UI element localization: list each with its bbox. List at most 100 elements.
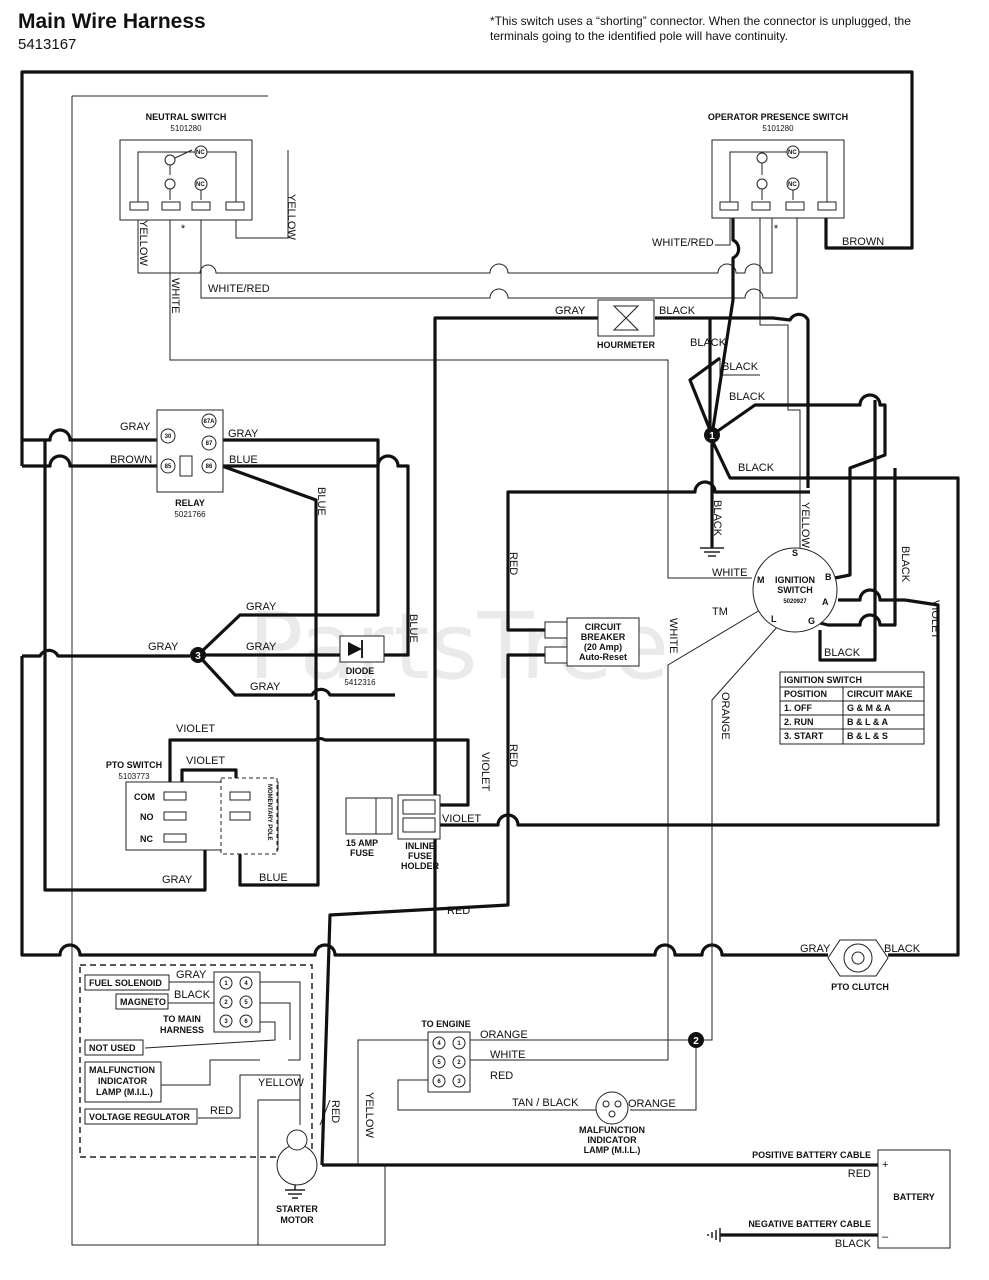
operator-nc-lower: NC	[788, 182, 797, 188]
ignition-switch: IGNITION SWITCH 5020927 S M B A L G	[752, 547, 838, 633]
pto-nc: NC	[140, 834, 153, 844]
wire-red-battery: RED	[848, 1168, 871, 1180]
wire-blue-relay-86: BLUE	[229, 454, 258, 466]
starter-motor: STARTER MOTOR	[276, 1129, 318, 1225]
wire-gray-fuel: GRAY	[176, 969, 207, 981]
ignition-term-s: S	[792, 548, 798, 558]
operator-nc-upper: NC	[788, 150, 797, 156]
tmh-pin-5: 5	[244, 1000, 248, 1006]
ignition-row2-make: B & L & A	[847, 717, 889, 727]
neutral-asterisk: *	[181, 223, 186, 235]
neutral-switch-name: NEUTRAL SWITCH	[146, 112, 227, 122]
ignition-table-title: IGNITION SWITCH	[784, 675, 862, 685]
wire-gray-hourmeter: GRAY	[555, 305, 586, 317]
not-used-label: NOT USED	[89, 1043, 136, 1053]
wire-labels: YELLOW YELLOW WHITE WHITE/RED WHITE/RED …	[110, 194, 941, 1250]
wire-black-battery: BLACK	[835, 1238, 872, 1250]
fuse-and-holder: 15 AMP FUSE INLINE FUSE HOLDER	[345, 794, 441, 871]
wire-violet-fuse: VIOLET	[479, 752, 491, 791]
ignition-name2: SWITCH	[777, 585, 813, 595]
wire-gray-splice-bottom: GRAY	[250, 681, 281, 693]
relay-t85: 85	[165, 464, 172, 470]
pto-switch: COM NO NC MOMENTARY POLE PTO SWITCH 5103…	[106, 760, 279, 855]
tmh-pin-4: 4	[244, 981, 248, 987]
neutral-nc-lower: NC	[196, 182, 205, 188]
mil-label-1: MALFUNCTION	[89, 1065, 155, 1075]
wire-black-ignition: BLACK	[899, 546, 911, 583]
wire-yellow-engine: YELLOW	[258, 1077, 304, 1089]
wire-gray-splice-left: GRAY	[148, 641, 179, 653]
battery: + – BATTERY	[877, 1149, 951, 1249]
holder-line2: FUSE	[408, 851, 432, 861]
wire-black-clutch: BLACK	[884, 943, 921, 955]
breaker-line1: CIRCUIT	[585, 622, 622, 632]
fuse-line2: FUSE	[350, 848, 374, 858]
relay-t30: 30	[165, 434, 172, 440]
splice-2: 2	[693, 1036, 699, 1047]
operator-presence-switch: NC NC OPERATOR PRESENCE SWITCH 5101280 *	[708, 112, 848, 235]
splices: 1 2 3	[190, 427, 720, 1048]
wire-red-lower: RED	[507, 744, 519, 767]
ignition-row3-make: B & L & S	[847, 731, 888, 741]
wire-black-ground: BLACK	[711, 500, 723, 537]
neutral-nc-upper: NC	[196, 150, 205, 156]
splice-3: 3	[195, 651, 201, 662]
battery-name: BATTERY	[893, 1192, 935, 1202]
part-number: 5413167	[18, 36, 77, 53]
pto-momentary: MOMENTARY POLE	[266, 784, 272, 841]
pto-clutch: PTO CLUTCH	[827, 939, 889, 992]
wire-violet-top: VIOLET	[176, 723, 215, 735]
operator-switch-part: 5101280	[762, 124, 794, 133]
engine-side-connectors: FUEL SOLENOID MAGNETO NOT USED MALFUNCTI…	[79, 964, 313, 1158]
battery-plus: +	[882, 1159, 888, 1171]
mil-label-2: INDICATOR	[98, 1076, 148, 1086]
tmh-pin-1: 1	[224, 981, 228, 987]
operator-asterisk: *	[774, 223, 779, 235]
tmh-line2: HARNESS	[160, 1025, 204, 1035]
tmh-pin-3: 3	[224, 1019, 228, 1025]
relay-t87: 87	[206, 441, 213, 447]
ignition-table: IGNITION SWITCH POSITION CIRCUIT MAKE 1.…	[779, 671, 925, 745]
te-pin-6: 6	[437, 1079, 441, 1085]
wire-orange-engine: ORANGE	[480, 1029, 528, 1041]
ignition-table-h2: CIRCUIT MAKE	[847, 689, 913, 699]
diode: DIODE 5412316	[339, 635, 385, 687]
te-pin-4: 4	[437, 1041, 441, 1047]
hourmeter-label: HOURMETER	[597, 340, 655, 350]
pto-no: NO	[140, 812, 154, 822]
ignition-term-m: M	[757, 575, 765, 585]
voltage-regulator-label: VOLTAGE REGULATOR	[89, 1112, 190, 1122]
thick-wires	[20, 70, 960, 1237]
wire-black-2: BLACK	[722, 361, 759, 373]
tmh-line1: TO MAIN	[163, 1014, 201, 1024]
starter-line1: STARTER	[276, 1204, 318, 1214]
positive-cable-label: POSITIVE BATTERY CABLE	[752, 1150, 871, 1160]
mil-line1: MALFUNCTION	[579, 1125, 645, 1135]
mil-line2: INDICATOR	[587, 1135, 637, 1145]
breaker-line4: Auto-Reset	[579, 652, 627, 662]
wire-yellow-vertical: YELLOW	[363, 1092, 375, 1138]
ignition-term-g: G	[808, 616, 815, 626]
wire-violet-right: VIOLET	[929, 600, 941, 639]
wire-orange-down: ORANGE	[719, 692, 731, 740]
wire-gray-pto: GRAY	[162, 874, 193, 886]
ignition-name: IGNITION	[775, 575, 815, 585]
relay: 30 87A 87 85 86 RELAY 5021766	[156, 409, 224, 519]
wire-red-engine: RED	[490, 1070, 513, 1082]
ignition-row1-make: G & M & A	[847, 703, 891, 713]
thin-wires	[71, 95, 801, 1246]
relay-t86: 86	[206, 464, 213, 470]
wire-violet-holder: VIOLET	[442, 813, 481, 825]
mil-lamp: MALFUNCTION INDICATOR LAMP (M.I.L.)	[579, 1091, 645, 1155]
magneto-label: MAGNETO	[120, 997, 166, 1007]
ignition-table-h1: POSITION	[784, 689, 827, 699]
wire-white-down: WHITE	[667, 618, 679, 653]
wire-white-red-neutral: WHITE/RED	[208, 283, 270, 295]
holder-line1: INLINE	[405, 841, 435, 851]
wire-gray-clutch: GRAY	[800, 943, 831, 955]
pto-com: COM	[134, 792, 155, 802]
wire-orange-mil: ORANGE	[628, 1098, 676, 1110]
diode-name: DIODE	[346, 666, 375, 676]
negative-cable-label: NEGATIVE BATTERY CABLE	[748, 1219, 871, 1229]
to-engine-title: TO ENGINE	[421, 1019, 470, 1029]
